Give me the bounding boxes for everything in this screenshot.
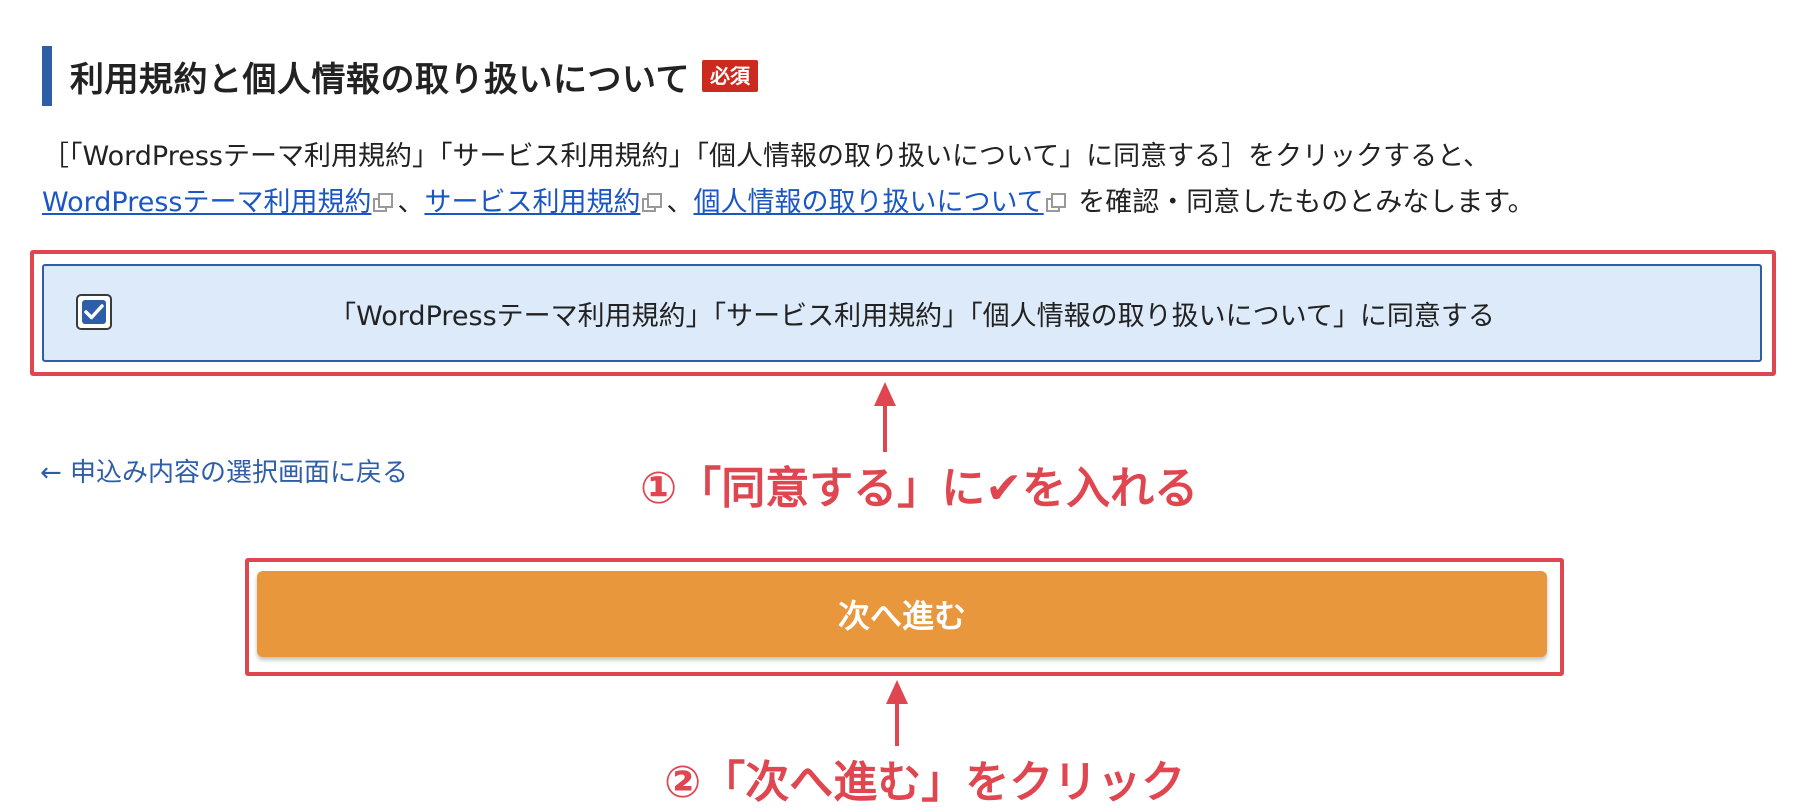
description-line-2: WordPressテーマ利用規約、サービス利用規約、個人情報の取り扱いについて … [42, 180, 1762, 226]
required-badge: 必須 [701, 60, 758, 92]
back-to-selection-link[interactable]: ← 申込み内容の選択画面に戻る [40, 458, 409, 488]
external-link-icon [642, 193, 663, 213]
terms-description: ［「WordPressテーマ利用規約」「サービス利用規約」「個人情報の取り扱いに… [42, 134, 1762, 226]
arrow-shaft [895, 700, 899, 746]
description-suffix: を確認・同意したものとみなします。 [1078, 187, 1535, 218]
agree-checkbox-row[interactable]: 「WordPressテーマ利用規約」「サービス利用規約」「個人情報の取り扱いにつ… [42, 264, 1762, 362]
arrow-up-icon [886, 680, 908, 704]
next-highlight-frame [245, 558, 1564, 676]
agree-highlight-frame [30, 250, 1776, 376]
external-link-icon [373, 193, 394, 213]
separator: 、 [666, 187, 694, 218]
checkmark-icon [82, 300, 106, 324]
arrow-up-icon [874, 382, 896, 406]
service-terms-link[interactable]: サービス利用規約 [424, 187, 641, 218]
arrow-shaft [883, 402, 887, 452]
agree-checkbox[interactable] [76, 294, 112, 330]
section-title: 利用規約と個人情報の取り扱いについて [70, 59, 690, 100]
section-header: 利用規約と個人情報の取り扱いについて 必須 [42, 46, 758, 106]
annotation-step-1: ①「同意する」に✔を入れる [640, 463, 1199, 514]
separator: 、 [397, 187, 425, 218]
annotation-step-2: ②「次へ進む」をクリック [664, 757, 1186, 808]
external-link-icon [1045, 193, 1066, 213]
wordpress-terms-link[interactable]: WordPressテーマ利用規約 [42, 187, 372, 218]
description-line-1: ［「WordPressテーマ利用規約」「サービス利用規約」「個人情報の取り扱いに… [42, 141, 1491, 172]
next-button[interactable]: 次へ進む [257, 571, 1547, 657]
privacy-policy-link[interactable]: 個人情報の取り扱いについて [693, 187, 1044, 218]
agree-label: 「WordPressテーマ利用規約」「サービス利用規約」「個人情報の取り扱いにつ… [329, 300, 1495, 332]
